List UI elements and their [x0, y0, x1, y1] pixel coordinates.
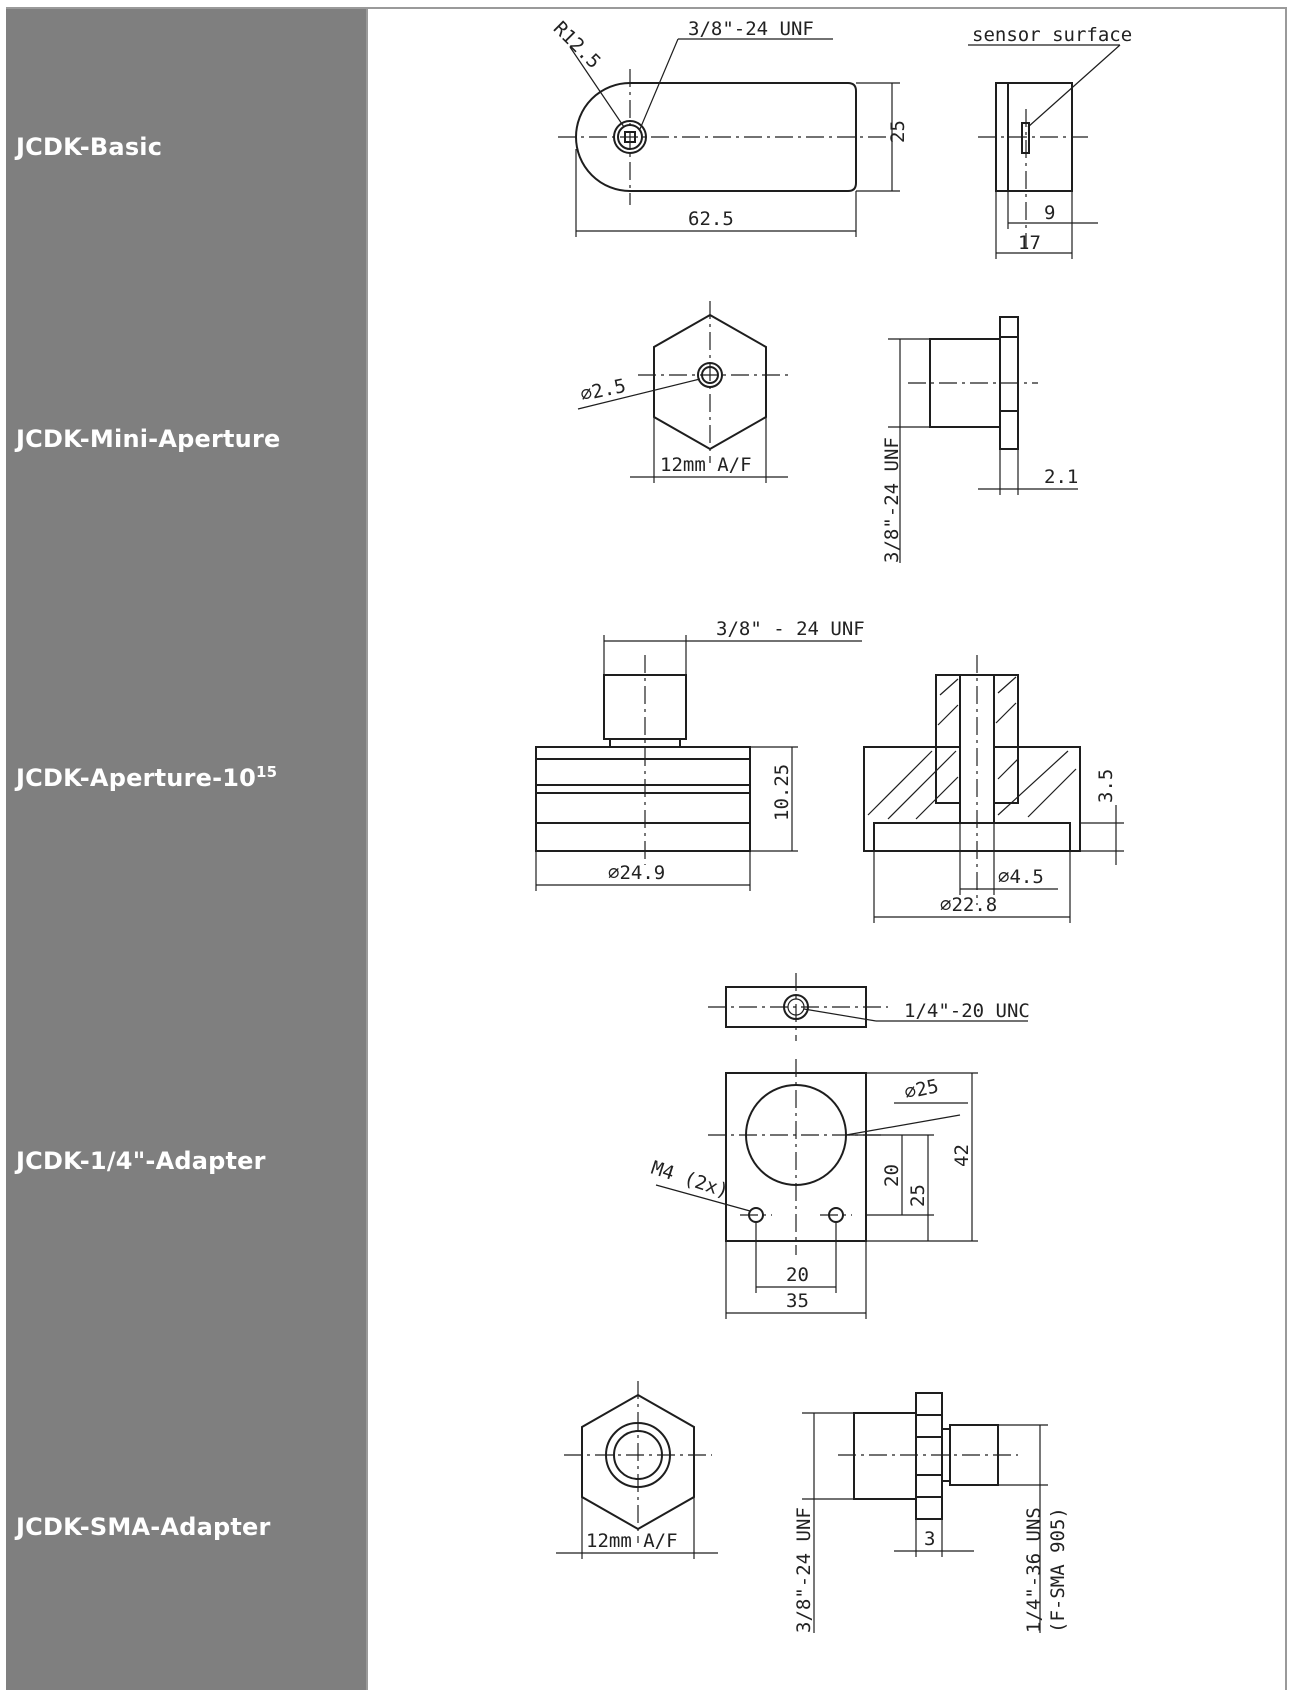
row-jcdk-basic: JCDK-Basic R12.5 3/8"-24 UNF — [6, 7, 1287, 285]
dim-thread: 3/8"-24 UNF — [793, 1507, 815, 1633]
basic-drawing: R12.5 3/8"-24 UNF 25 62.5 — [549, 17, 1132, 259]
dim-w20: 20 — [786, 1264, 809, 1286]
dim-length: 62.5 — [688, 208, 734, 230]
dim-sma-type: (F-SMA 905) — [1047, 1507, 1069, 1633]
product-name-superscript: 15 — [256, 762, 278, 781]
dim-flange: 3 — [924, 1528, 935, 1550]
dim-base: ⌀22.8 — [940, 894, 997, 916]
dim-bore: ⌀4.5 — [998, 866, 1044, 888]
product-name: JCDK-1/4"-Adapter — [16, 1147, 266, 1175]
dim-diameter: ⌀24.9 — [608, 862, 665, 884]
product-name: JCDK-Mini-Aperture — [16, 425, 281, 453]
product-name: JCDK-SMA-Adapter — [16, 1512, 271, 1541]
dim-hole: ⌀2.5 — [578, 375, 627, 406]
technical-drawing: 1/4"-20 UNC ⌀25 M4 (2x) — [366, 959, 1287, 1363]
row-jcdk-aperture-10-15: JCDK-Aperture-1015 3/8" - 24 UNF — [6, 595, 1287, 959]
product-name: JCDK-Aperture-1015 — [16, 763, 277, 792]
row-label: JCDK-1/4"-Adapter — [6, 959, 366, 1363]
row-label: JCDK-Mini-Aperture — [6, 283, 366, 595]
product-name-main: JCDK-Aperture-10 — [16, 763, 257, 792]
dim-thread: 1/4"-20 UNC — [904, 1000, 1030, 1022]
dim-height: 10.25 — [771, 764, 793, 821]
technical-drawing: 12mm A/F 3/8"-24 UNF 3 — [366, 1363, 1287, 1690]
dim-hole: ⌀25 — [902, 1075, 940, 1104]
row-label: JCDK-SMA-Adapter — [6, 1363, 366, 1690]
dim-h20: 20 — [881, 1164, 903, 1187]
dim-thread: 3/8" - 24 UNF — [716, 618, 865, 640]
row-jcdk-mini-aperture: JCDK-Mini-Aperture ⌀2.5 12mm A/F — [6, 283, 1287, 595]
product-table: JCDK-Basic R12.5 3/8"-24 UNF — [6, 7, 1287, 1690]
dim-af: 12mm A/F — [660, 454, 752, 476]
row-jcdk-sma-adapter: JCDK-SMA-Adapter 12mm A/F — [6, 1363, 1287, 1690]
technical-drawing: 3/8" - 24 UNF 10.25 ⌀24.9 — [366, 595, 1287, 959]
dim-w35: 35 — [786, 1290, 809, 1312]
dim-depth: 9 — [1044, 202, 1055, 224]
dim-sma-thread: 1/4"-36 UNS — [1023, 1507, 1045, 1633]
technical-drawing: R12.5 3/8"-24 UNF 25 62.5 — [366, 9, 1287, 285]
dim-flange: 2.1 — [1044, 466, 1078, 488]
dim-height: 25 — [887, 120, 909, 143]
product-name: JCDK-Basic — [16, 133, 163, 161]
mini-aperture-drawing: ⌀2.5 12mm A/F 3/8"-24 UNF — [577, 301, 1078, 563]
dim-surface: sensor surface — [972, 24, 1132, 46]
dim-thread: 3/8"-24 UNF — [881, 437, 903, 563]
dim-af: 12mm A/F — [586, 1530, 678, 1552]
row-jcdk-quarter-adapter: JCDK-1/4"-Adapter 1/4"-20 UNC — [6, 959, 1287, 1363]
dim-step: 3.5 — [1095, 769, 1117, 803]
row-label: JCDK-Aperture-1015 — [6, 595, 366, 959]
sma-adapter-drawing: 12mm A/F 3/8"-24 UNF 3 — [556, 1381, 1069, 1633]
dim-width: 17 — [1018, 232, 1041, 254]
quarter-adapter-drawing: 1/4"-20 UNC ⌀25 M4 (2x) — [648, 973, 1030, 1319]
aperture-drawing: 3/8" - 24 UNF 10.25 ⌀24.9 — [535, 618, 1124, 923]
dim-mount: M4 (2x) — [648, 1157, 731, 1203]
dim-thread: 3/8"-24 UNF — [688, 18, 814, 40]
technical-drawing: ⌀2.5 12mm A/F 3/8"-24 UNF — [366, 283, 1287, 595]
dim-h42: 42 — [951, 1144, 973, 1167]
row-label: JCDK-Basic — [6, 9, 366, 285]
dim-h25: 25 — [907, 1184, 929, 1207]
dim-radius: R12.5 — [549, 17, 605, 73]
